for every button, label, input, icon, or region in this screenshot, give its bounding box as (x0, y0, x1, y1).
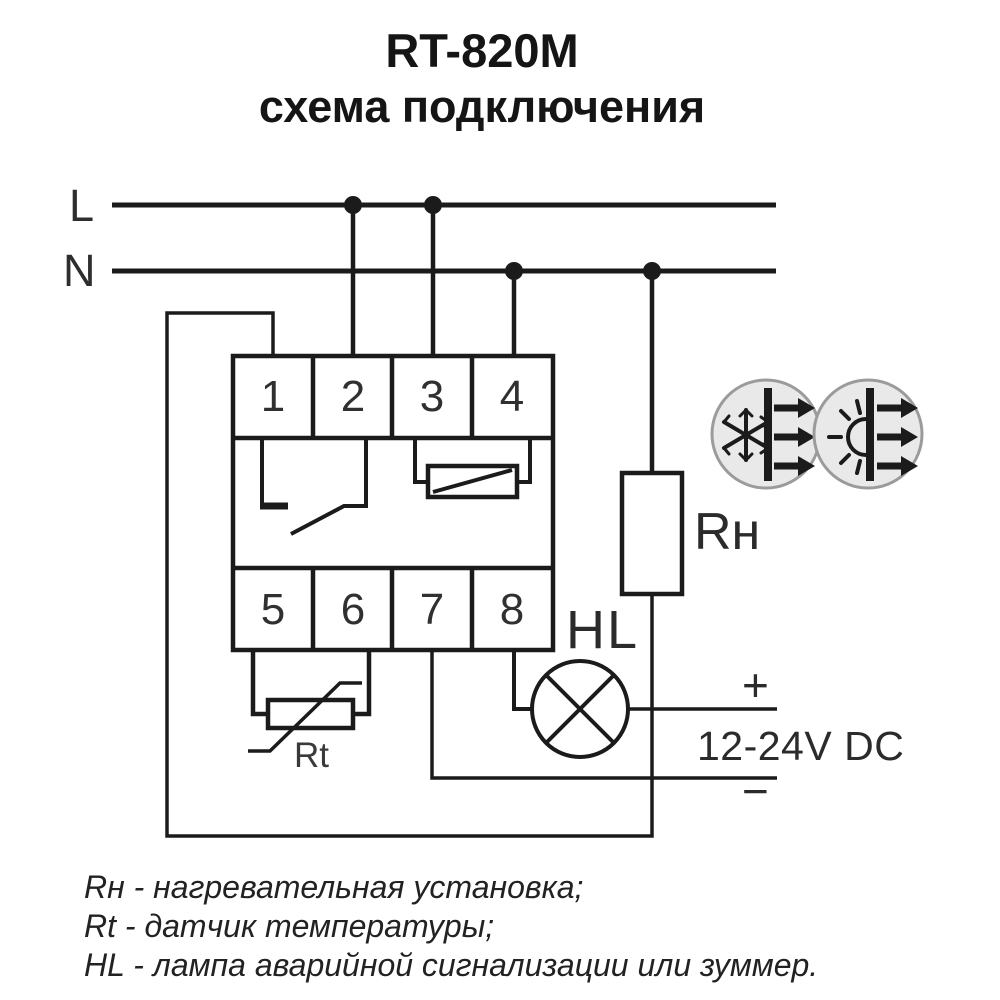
terminal-6-label: 6 (340, 585, 366, 634)
lamp-symbol (530, 659, 630, 759)
rh-resistor-symbol (619, 470, 685, 597)
l-bus-label: L (69, 180, 95, 231)
legend: Rн - нагревательная установка; Rt - датч… (84, 868, 818, 985)
barrier-bar (866, 388, 874, 481)
page-subtitle: схема подключения (258, 81, 706, 132)
page-title: RT-820M (385, 24, 579, 77)
junction-dots (344, 196, 661, 280)
sensor-label: Rt (294, 736, 329, 775)
lamp-label: HL (566, 600, 640, 660)
bottom-terminal-dividers (310, 568, 475, 650)
wire-terminal8-to-lamp (512, 650, 532, 711)
n-bus-label: N (63, 245, 96, 296)
heat-flow-arrows (877, 398, 918, 476)
heat-flow-arrows (774, 398, 815, 476)
device-body (230, 353, 556, 653)
junction-dot (424, 196, 442, 214)
relay-contact-symbol (260, 438, 368, 536)
top-terminal-dividers (310, 356, 475, 438)
cooling-mode-icon (710, 378, 822, 490)
sun-icon (827, 399, 868, 475)
heating-mode-icon (812, 378, 924, 490)
supply-minus-sign: − (742, 765, 769, 817)
legend-item-sensor: Rt - датчик температуры; (84, 908, 495, 944)
terminal-1-label: 1 (260, 372, 286, 421)
legend-item-lamp: HL - лампа аварийной сигнализации или зу… (84, 947, 819, 983)
legend-item-heater: Rн - нагревательная установка; (84, 869, 584, 905)
terminal-5-label: 5 (260, 585, 286, 634)
wire-rh-to-terminal1-loop (165, 311, 654, 838)
supply-voltage-label: 12-24V DC (697, 723, 905, 769)
internal-resistor-symbol (413, 438, 532, 500)
heater-label: Rн (694, 503, 761, 561)
junction-dot (344, 196, 362, 214)
terminal-2-label: 2 (340, 372, 366, 421)
terminal-4-label: 4 (499, 372, 525, 421)
terminal-7-label: 7 (419, 585, 445, 634)
barrier-bar (764, 388, 772, 481)
junction-dot (505, 262, 523, 280)
supply-plus-sign: + (742, 659, 769, 711)
terminal-8-label: 8 (499, 585, 525, 634)
wire-terminal7-to-minus (430, 650, 777, 780)
terminal-3-label: 3 (419, 372, 445, 421)
rt-sensor-symbol (248, 650, 372, 753)
snowflake-icon (721, 407, 771, 463)
